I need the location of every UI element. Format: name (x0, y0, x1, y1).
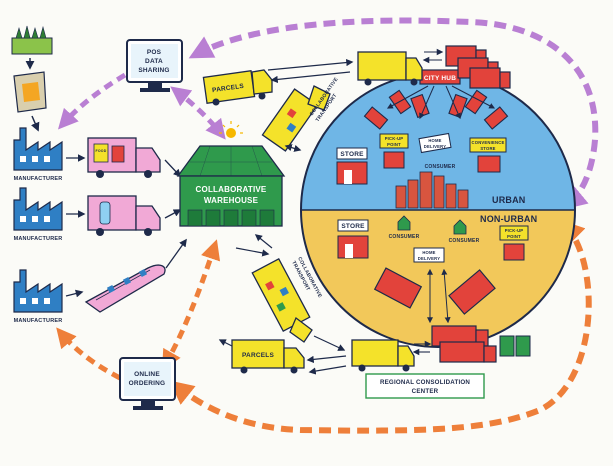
parcels-truck-top: PARCELS (202, 69, 273, 106)
warehouse-label-2: WAREHOUSE (204, 196, 259, 205)
nonurban-store-label: STORE (341, 223, 365, 230)
warehouse-label-1: COLLABORATIVE (196, 185, 267, 194)
regional-label-1: REGIONAL CONSOLIDATION (380, 379, 470, 386)
urban-pickup-label-2: POINT (387, 142, 401, 147)
nonurban-store: STORE (337, 219, 369, 259)
pink-train (84, 264, 166, 313)
manufacturer-3-label: MANUFACTURER (14, 318, 63, 324)
manufacturer-1-label: MANUFACTURER (14, 176, 63, 182)
regional-red-trucks (431, 325, 497, 363)
parcels-bottom-label: PARCELS (242, 352, 274, 359)
sun-icon (219, 121, 243, 138)
manufacturer-2: MANUFACTURER (13, 187, 63, 242)
pos-label-2: DATA (145, 58, 163, 65)
online-ordering-monitor: ONLINE ORDERING (119, 357, 176, 410)
manufacturer-1: MANUFACTURER (13, 127, 63, 182)
regional-yellow-truck (351, 339, 415, 372)
urban-nonurban-circle: URBAN NON-URBAN (300, 72, 576, 348)
pos-data-sharing-monitor: POS DATA SHARING (126, 39, 183, 92)
urban-pickup-label-1: PICK-UP (385, 136, 404, 141)
convenience-label-2: STORE (480, 146, 495, 151)
orange-dashed-online-manufacturer (56, 327, 122, 381)
nonurban-consumer-1-label: CONSUMER (389, 234, 420, 240)
nonurban-home-delivery: HOME DELIVERY (413, 247, 445, 263)
regional-label-2: CENTER (412, 388, 439, 395)
yellow-truck-city (357, 51, 423, 86)
purple-dashed-pos-warehouse (170, 86, 226, 140)
nonurban-home-label-1: HOME (422, 250, 435, 255)
regional-green-containers (499, 335, 531, 357)
collab-transport-truck-top: COLLABORATIVE TRANSPORT (261, 76, 340, 152)
pink-truck-2 (87, 195, 161, 236)
urban-convenience-store: CONVENIENCE STORE (469, 137, 507, 173)
manufacturer-2-label: MANUFACTURER (14, 236, 63, 242)
nonurban-pickup-label-1: PICK-UP (505, 228, 524, 233)
nonurban-consumer-2-label: CONSUMER (449, 238, 480, 244)
farm-field (11, 25, 53, 55)
urban-home-label-2: DELIVERY (424, 144, 446, 149)
parcels-top-label: PARCELS (212, 83, 245, 94)
raw-material-sack (13, 71, 47, 113)
urban-consumer-label: CONSUMER (425, 164, 456, 170)
convenience-label-1: CONVENIENCE (472, 140, 505, 145)
city-hub-label: CITY HUB (424, 75, 456, 82)
orange-dashed-loop (169, 219, 592, 434)
nonurban-consumer-2: CONSUMER (449, 219, 480, 244)
nonurban-consumer-1: CONSUMER (389, 215, 420, 240)
purple-dashed-pos-manufacturer (57, 72, 127, 130)
regional-consolidation-center: REGIONAL CONSOLIDATION CENTER (365, 373, 485, 399)
online-label-2: ORDERING (129, 380, 166, 387)
urban-store: STORE (336, 147, 368, 185)
pos-label-3: SHARING (138, 67, 169, 74)
non-urban-label: NON-URBAN (480, 214, 537, 224)
nonurban-pickup-label-2: POINT (507, 234, 521, 239)
pink-truck-1: FOOD (87, 137, 161, 178)
urban-label: URBAN (492, 195, 526, 205)
orange-dashed-online-warehouse (162, 239, 221, 371)
collaborative-warehouse: COLLABORATIVE WAREHOUSE (176, 121, 286, 227)
urban-pickup-point: PICK-UP POINT (379, 133, 409, 169)
parcels-truck-bottom: PARCELS (231, 339, 305, 374)
red-trucks-urban (363, 89, 509, 130)
online-label-1: ONLINE (134, 371, 160, 378)
nonurban-pickup-point: PICK-UP POINT (499, 225, 529, 261)
pos-label-1: POS (147, 49, 162, 56)
urban-store-label: STORE (340, 151, 364, 158)
nonurban-home-label-2: DELIVERY (418, 256, 440, 261)
manufacturer-3: MANUFACTURER (13, 269, 63, 324)
city-buildings (395, 171, 469, 209)
red-trucks-top (445, 45, 511, 89)
purple-dashed-loop (188, 17, 599, 210)
collab-transport-truck-bottom: COLLABORATIVE TRANSPORT (251, 256, 323, 343)
truck-box-label: FOOD (96, 149, 107, 153)
urban-home-label-1: HOME (428, 138, 441, 143)
urban-home-delivery: HOME DELIVERY (418, 132, 452, 154)
red-trucks-nonurban (373, 267, 496, 315)
city-hub: CITY HUB (419, 69, 461, 85)
